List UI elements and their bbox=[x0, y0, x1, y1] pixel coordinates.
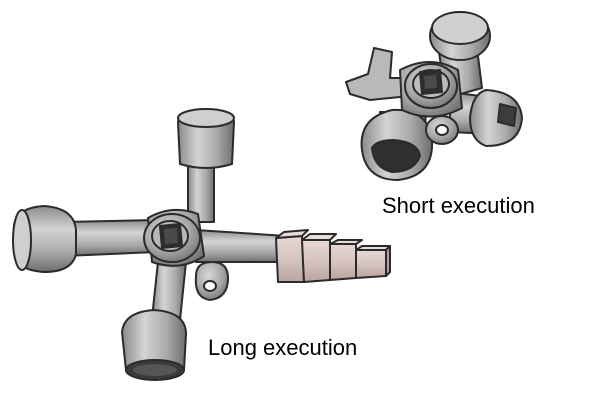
short-key-icon bbox=[345, 11, 523, 181]
short-execution-label: Short execution bbox=[382, 193, 535, 218]
long-key-icon bbox=[12, 108, 391, 381]
long-execution-label: Long execution bbox=[208, 335, 358, 360]
stepped-tip-icon bbox=[275, 229, 391, 283]
